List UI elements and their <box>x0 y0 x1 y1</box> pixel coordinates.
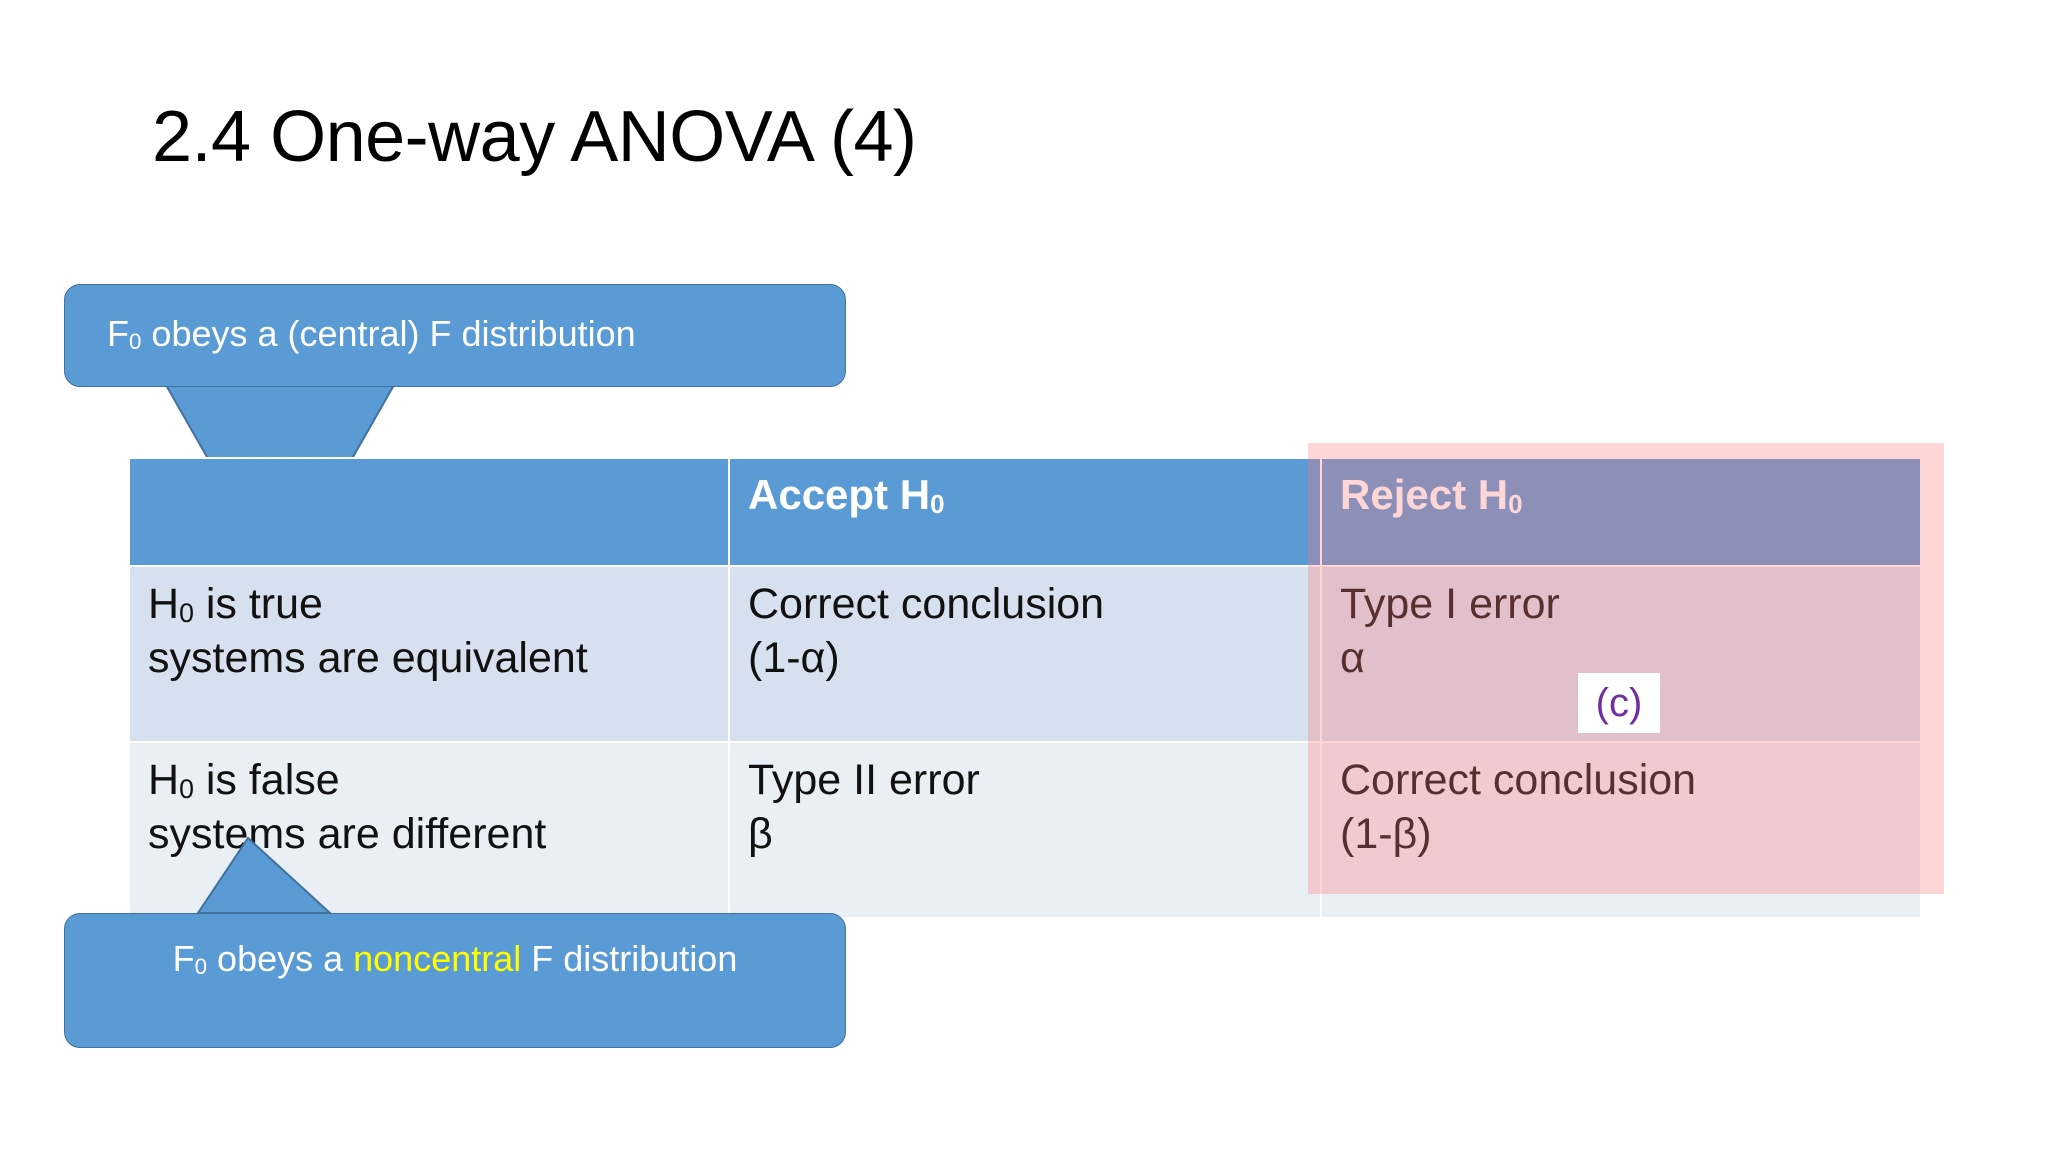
accept-h-subscript: 0 <box>930 488 945 519</box>
accept-true-line1: Correct conclusion <box>748 580 1105 628</box>
callout-bottom-subscript: 0 <box>194 954 208 980</box>
condition-false-line2: systems are different <box>148 810 547 859</box>
condition-false-text: is false <box>193 756 340 804</box>
callout-top: F0 obeys a (central) F distribution <box>64 284 846 387</box>
table-header-row: Accept H0 Reject H0 <box>128 457 1922 567</box>
decision-table-wrapper: Accept H0 Reject H0 H0 is true systems a… <box>128 457 1922 919</box>
condition-true-line2: systems are equivalent <box>148 634 588 683</box>
callout-bottom-mid: obeys a <box>207 938 354 979</box>
callout-top-rest: obeys a (central) F distribution <box>141 313 636 354</box>
accept-true-line2: (1-α) <box>748 634 840 683</box>
annotation-c-label: (c) <box>1578 673 1660 733</box>
reject-false-line2: (1-β) <box>1340 810 1432 859</box>
cell-accept-false: Type II error β <box>728 741 1322 919</box>
cell-condition-false: H0 is false systems are different <box>128 741 730 919</box>
cell-reject-true: Type I error α <box>1320 565 1922 743</box>
condition-false-line1: H0 is false <box>148 753 712 807</box>
table-header-accept: Accept H0 <box>728 457 1322 567</box>
page-title: 2.4 One-way ANOVA (4) <box>152 97 917 177</box>
reject-false-line1: Correct conclusion <box>1340 756 1697 804</box>
cell-condition-true: H0 is true systems are equivalent <box>128 565 730 743</box>
h-symbol: H <box>148 756 180 804</box>
cell-reject-false: Correct conclusion (1-β) <box>1320 741 1922 919</box>
accept-false-line2: β <box>748 810 773 859</box>
callout-top-text: F0 obeys a (central) F distribution <box>65 285 845 358</box>
callout-top-f: F <box>107 313 129 354</box>
reject-true-line2: α <box>1340 634 1365 683</box>
cell-accept-true: Correct conclusion (1-α) <box>728 565 1322 743</box>
callout-bottom-text: F0 obeys a noncentral F distribution <box>65 914 845 983</box>
reject-true-line1: Type I error <box>1340 580 1560 628</box>
h-subscript: 0 <box>179 773 194 804</box>
reject-h-subscript: 0 <box>1508 488 1523 519</box>
callout-bottom-rest: F distribution <box>521 938 738 979</box>
accept-false-line1: Type II error <box>748 756 980 804</box>
callout-bottom-f: F <box>172 938 195 979</box>
table-row: H0 is true systems are equivalent Correc… <box>128 565 1922 743</box>
h-symbol: H <box>148 580 180 628</box>
decision-table: Accept H0 Reject H0 H0 is true systems a… <box>128 457 1922 919</box>
callout-bottom-highlight: noncentral <box>353 938 522 979</box>
table-header-blank <box>128 457 730 567</box>
h-subscript: 0 <box>179 597 194 628</box>
callout-top-subscript: 0 <box>129 329 142 355</box>
callout-bottom: F0 obeys a noncentral F distribution <box>64 913 846 1048</box>
condition-true-line1: H0 is true <box>148 577 712 631</box>
table-header-reject: Reject H0 <box>1320 457 1922 567</box>
reject-h-label: Reject H <box>1340 471 1509 518</box>
accept-h-label: Accept H <box>748 471 931 518</box>
table-row: H0 is false systems are different Type I… <box>128 741 1922 919</box>
condition-true-text: is true <box>193 580 323 628</box>
